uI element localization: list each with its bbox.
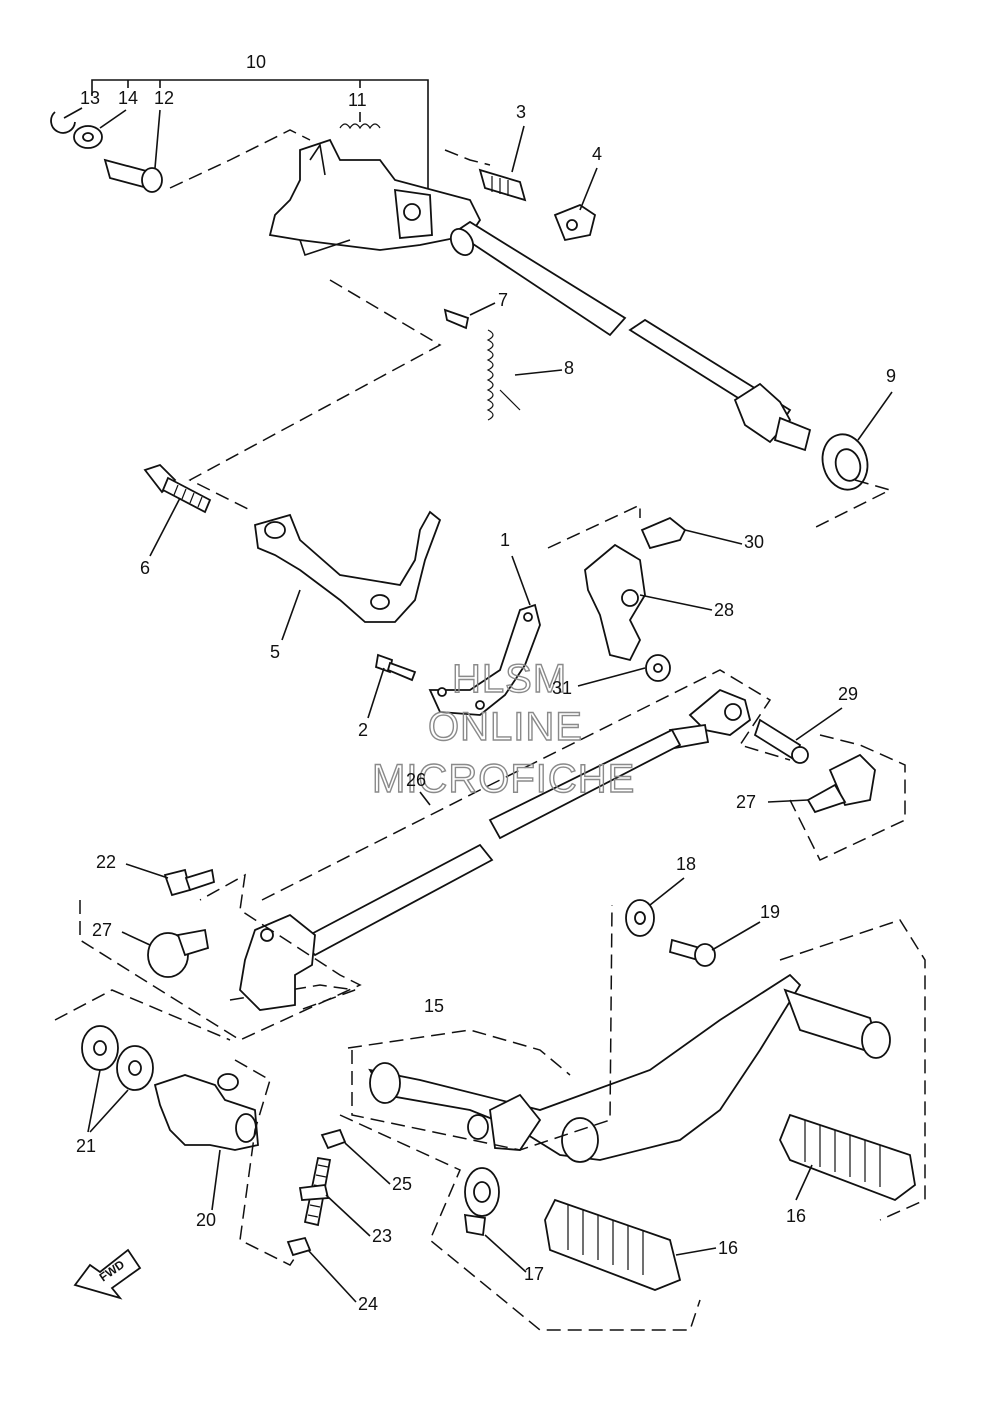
stopper-lever-5: [254, 510, 442, 623]
shift-pedal-shaft-20: [54, 989, 301, 1266]
part-label-13: 13: [80, 88, 100, 108]
part-label-1: 1: [500, 530, 510, 550]
part-label-7: 7: [498, 290, 508, 310]
part-label-17: 17: [524, 1264, 544, 1284]
part-label-29: 29: [838, 684, 858, 704]
part-label-31: 31: [552, 678, 572, 698]
leader-line-9: [857, 391, 893, 441]
part-label-15: 15: [424, 996, 444, 1016]
leader-line-30: [684, 529, 743, 545]
shift-rod-26: [229, 669, 791, 1011]
washer-18-bolt-19: [625, 899, 716, 967]
part-label-27: 27: [92, 920, 112, 940]
part-label-26: 26: [406, 770, 426, 790]
cover-27-right: [753, 718, 906, 861]
adjuster-parts: [286, 1128, 347, 1257]
stopper-bolt-parts: [478, 168, 597, 242]
spring-parts: [443, 308, 521, 421]
assembly-10-bracket: [91, 79, 429, 200]
leader-line-16: [675, 1247, 717, 1256]
part-label-24: 24: [358, 1294, 378, 1314]
part-label-8: 8: [564, 358, 574, 378]
leader-line-29: [795, 707, 843, 741]
rod-end-17: [339, 1114, 701, 1331]
part-label-23: 23: [372, 1226, 392, 1246]
leader-line-19: [711, 921, 761, 951]
leader-line-13: [63, 107, 83, 119]
leader-line-26: [419, 791, 431, 806]
part-label-25: 25: [392, 1174, 412, 1194]
shift-pedal-15: [347, 904, 926, 1221]
leader-line-27: [767, 799, 809, 803]
flange-bolt-6: [143, 463, 212, 514]
part-label-11: 11: [348, 90, 367, 110]
fwd-arrow-icon: FWD: [73, 1248, 142, 1300]
leader-line-5: [281, 589, 301, 641]
washer-31: [645, 654, 671, 682]
part-label-22: 22: [96, 852, 116, 872]
leader-line-22: [125, 863, 169, 879]
part-label-16: 16: [718, 1238, 738, 1258]
screw-2: [374, 653, 417, 682]
leader-line-28: [639, 594, 713, 611]
part-label-9: 9: [886, 366, 896, 386]
leader-line-16: [795, 1164, 813, 1201]
leader-line-27: [121, 931, 151, 946]
part-label-19: 19: [760, 902, 780, 922]
part-label-4: 4: [592, 144, 602, 164]
leader-line-6: [149, 497, 181, 557]
leader-line-21: [89, 1089, 129, 1133]
leader-line-20: [211, 1149, 221, 1211]
leader-line-31: [577, 667, 646, 687]
part-label-30: 30: [744, 532, 764, 552]
part-label-18: 18: [676, 854, 696, 874]
leader-line-25: [344, 1142, 391, 1185]
part-label-3: 3: [516, 102, 526, 122]
pedal-rubber-16: [544, 1113, 916, 1291]
leader-line-14: [99, 109, 127, 129]
part-label-6: 6: [140, 558, 150, 578]
part-label-20: 20: [196, 1210, 216, 1230]
leader-line-17: [484, 1234, 527, 1273]
small-parts-top: [50, 111, 381, 193]
part-label-14: 14: [118, 88, 138, 108]
part-label-12: 12: [154, 88, 174, 108]
part-label-10: 10: [246, 52, 266, 72]
shift-arm-28: [547, 503, 687, 662]
part-label-2: 2: [358, 720, 368, 740]
part-label-5: 5: [270, 642, 280, 662]
part-label-21: 21: [76, 1136, 96, 1156]
shift-shaft-assembly-drawing: [188, 138, 893, 531]
watermark-line1: HLSM: [452, 657, 567, 701]
leader-line-23: [325, 1194, 371, 1237]
leader-line-18: [649, 877, 685, 906]
watermark: HLSM ONLINE MICROFICHE: [371, 656, 635, 801]
leader-line-24: [307, 1249, 357, 1303]
shift-arm-plate-1: [428, 603, 541, 716]
part-label-28: 28: [714, 600, 734, 620]
leader-line-4: [579, 167, 598, 211]
leader-line-8: [514, 369, 563, 376]
watermark-line2: ONLINE: [428, 705, 583, 749]
leader-line-7: [469, 302, 496, 316]
leader-line-2: [367, 667, 385, 719]
watermark-line3: MICROFICHE: [372, 757, 635, 801]
leader-line-1: [511, 555, 531, 606]
part-label-27: 27: [736, 792, 756, 812]
part-label-16: 16: [786, 1206, 806, 1226]
leader-line-12: [154, 109, 161, 169]
left-shift-arm: [79, 868, 362, 1041]
leader-line-21: [87, 1069, 101, 1133]
leader-line-3: [511, 125, 525, 173]
